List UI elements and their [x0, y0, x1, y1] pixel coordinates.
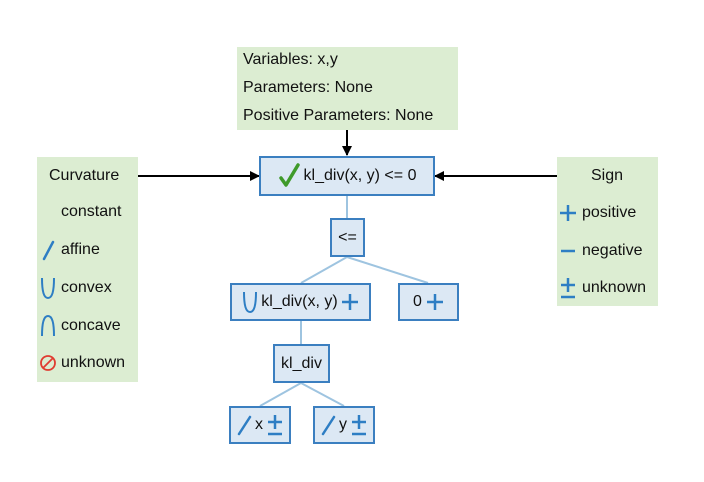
kl-div-function-node[interactable]: kl_div: [273, 344, 330, 383]
plus-icon: [341, 292, 359, 312]
legend-item-positive: positive: [557, 200, 636, 226]
legend-label: convex: [61, 279, 112, 296]
positive-parameters-label: Positive Parameters: None: [243, 107, 434, 124]
problem-info-panel: Variables: x,y Parameters: None Positive…: [237, 47, 458, 130]
legend-item-unknown-sign: unknown: [557, 275, 646, 301]
legend-item-concave: concave: [37, 313, 121, 339]
kl-div-expression-label: kl_div(x, y): [261, 293, 338, 310]
sign-legend-title: Sign: [591, 167, 624, 184]
legend-label: negative: [582, 242, 643, 259]
kl-div-function-label: kl_div: [281, 354, 322, 372]
legend-label: unknown: [61, 354, 126, 371]
legend-label: constant: [61, 203, 122, 220]
checkmark-icon: [278, 163, 300, 189]
legend-item-constant: constant: [37, 199, 121, 225]
affine-icon: [236, 414, 252, 436]
legend-label: concave: [61, 317, 121, 334]
affine-icon: [37, 237, 59, 263]
legend-label: affine: [61, 241, 100, 258]
edge-op-right: [346, 256, 429, 284]
convex-icon: [37, 275, 59, 301]
legend-label: positive: [582, 204, 637, 221]
legend-item-negative: negative: [557, 238, 643, 264]
legend-label: unknown: [582, 279, 647, 296]
concave-icon: [37, 313, 59, 339]
root-node-label: kl_div(x, y) <= 0: [303, 167, 417, 184]
sign-legend: Sign positive negative unknown: [557, 157, 658, 306]
variable-x-label: x: [255, 416, 263, 433]
curvature-legend-title: Curvature: [49, 167, 120, 184]
constant-zero-node[interactable]: 0: [398, 283, 459, 321]
curvature-legend: Curvature constant affine convex concave…: [37, 157, 138, 382]
plus-minus-icon: [557, 275, 579, 301]
legend-item-convex: convex: [37, 275, 112, 301]
plus-minus-icon: [350, 413, 368, 437]
variable-y-label: y: [339, 416, 347, 433]
operator-node[interactable]: <=: [330, 218, 365, 257]
edge-func-x: [259, 382, 302, 407]
plus-icon: [557, 200, 579, 226]
variable-y-node[interactable]: y: [313, 406, 375, 444]
legend-item-unknown-curvature: unknown: [37, 350, 125, 376]
edge-op-left: [300, 256, 348, 284]
root-node[interactable]: kl_div(x, y) <= 0: [259, 156, 435, 196]
variables-label: Variables: x,y: [243, 51, 338, 68]
kl-div-expression-node[interactable]: kl_div(x, y): [230, 283, 371, 321]
convex-icon: [242, 290, 258, 314]
plus-minus-icon: [266, 413, 284, 437]
edge-func-y: [300, 382, 345, 407]
unknown-curvature-icon: [37, 350, 59, 376]
minus-icon: [557, 238, 579, 264]
constant-zero-label: 0: [413, 293, 422, 310]
operator-node-label: <=: [338, 228, 357, 246]
legend-item-affine: affine: [37, 237, 100, 263]
plus-icon: [426, 292, 444, 312]
variable-x-node[interactable]: x: [229, 406, 291, 444]
affine-icon: [320, 414, 336, 436]
parameters-label: Parameters: None: [243, 79, 373, 96]
